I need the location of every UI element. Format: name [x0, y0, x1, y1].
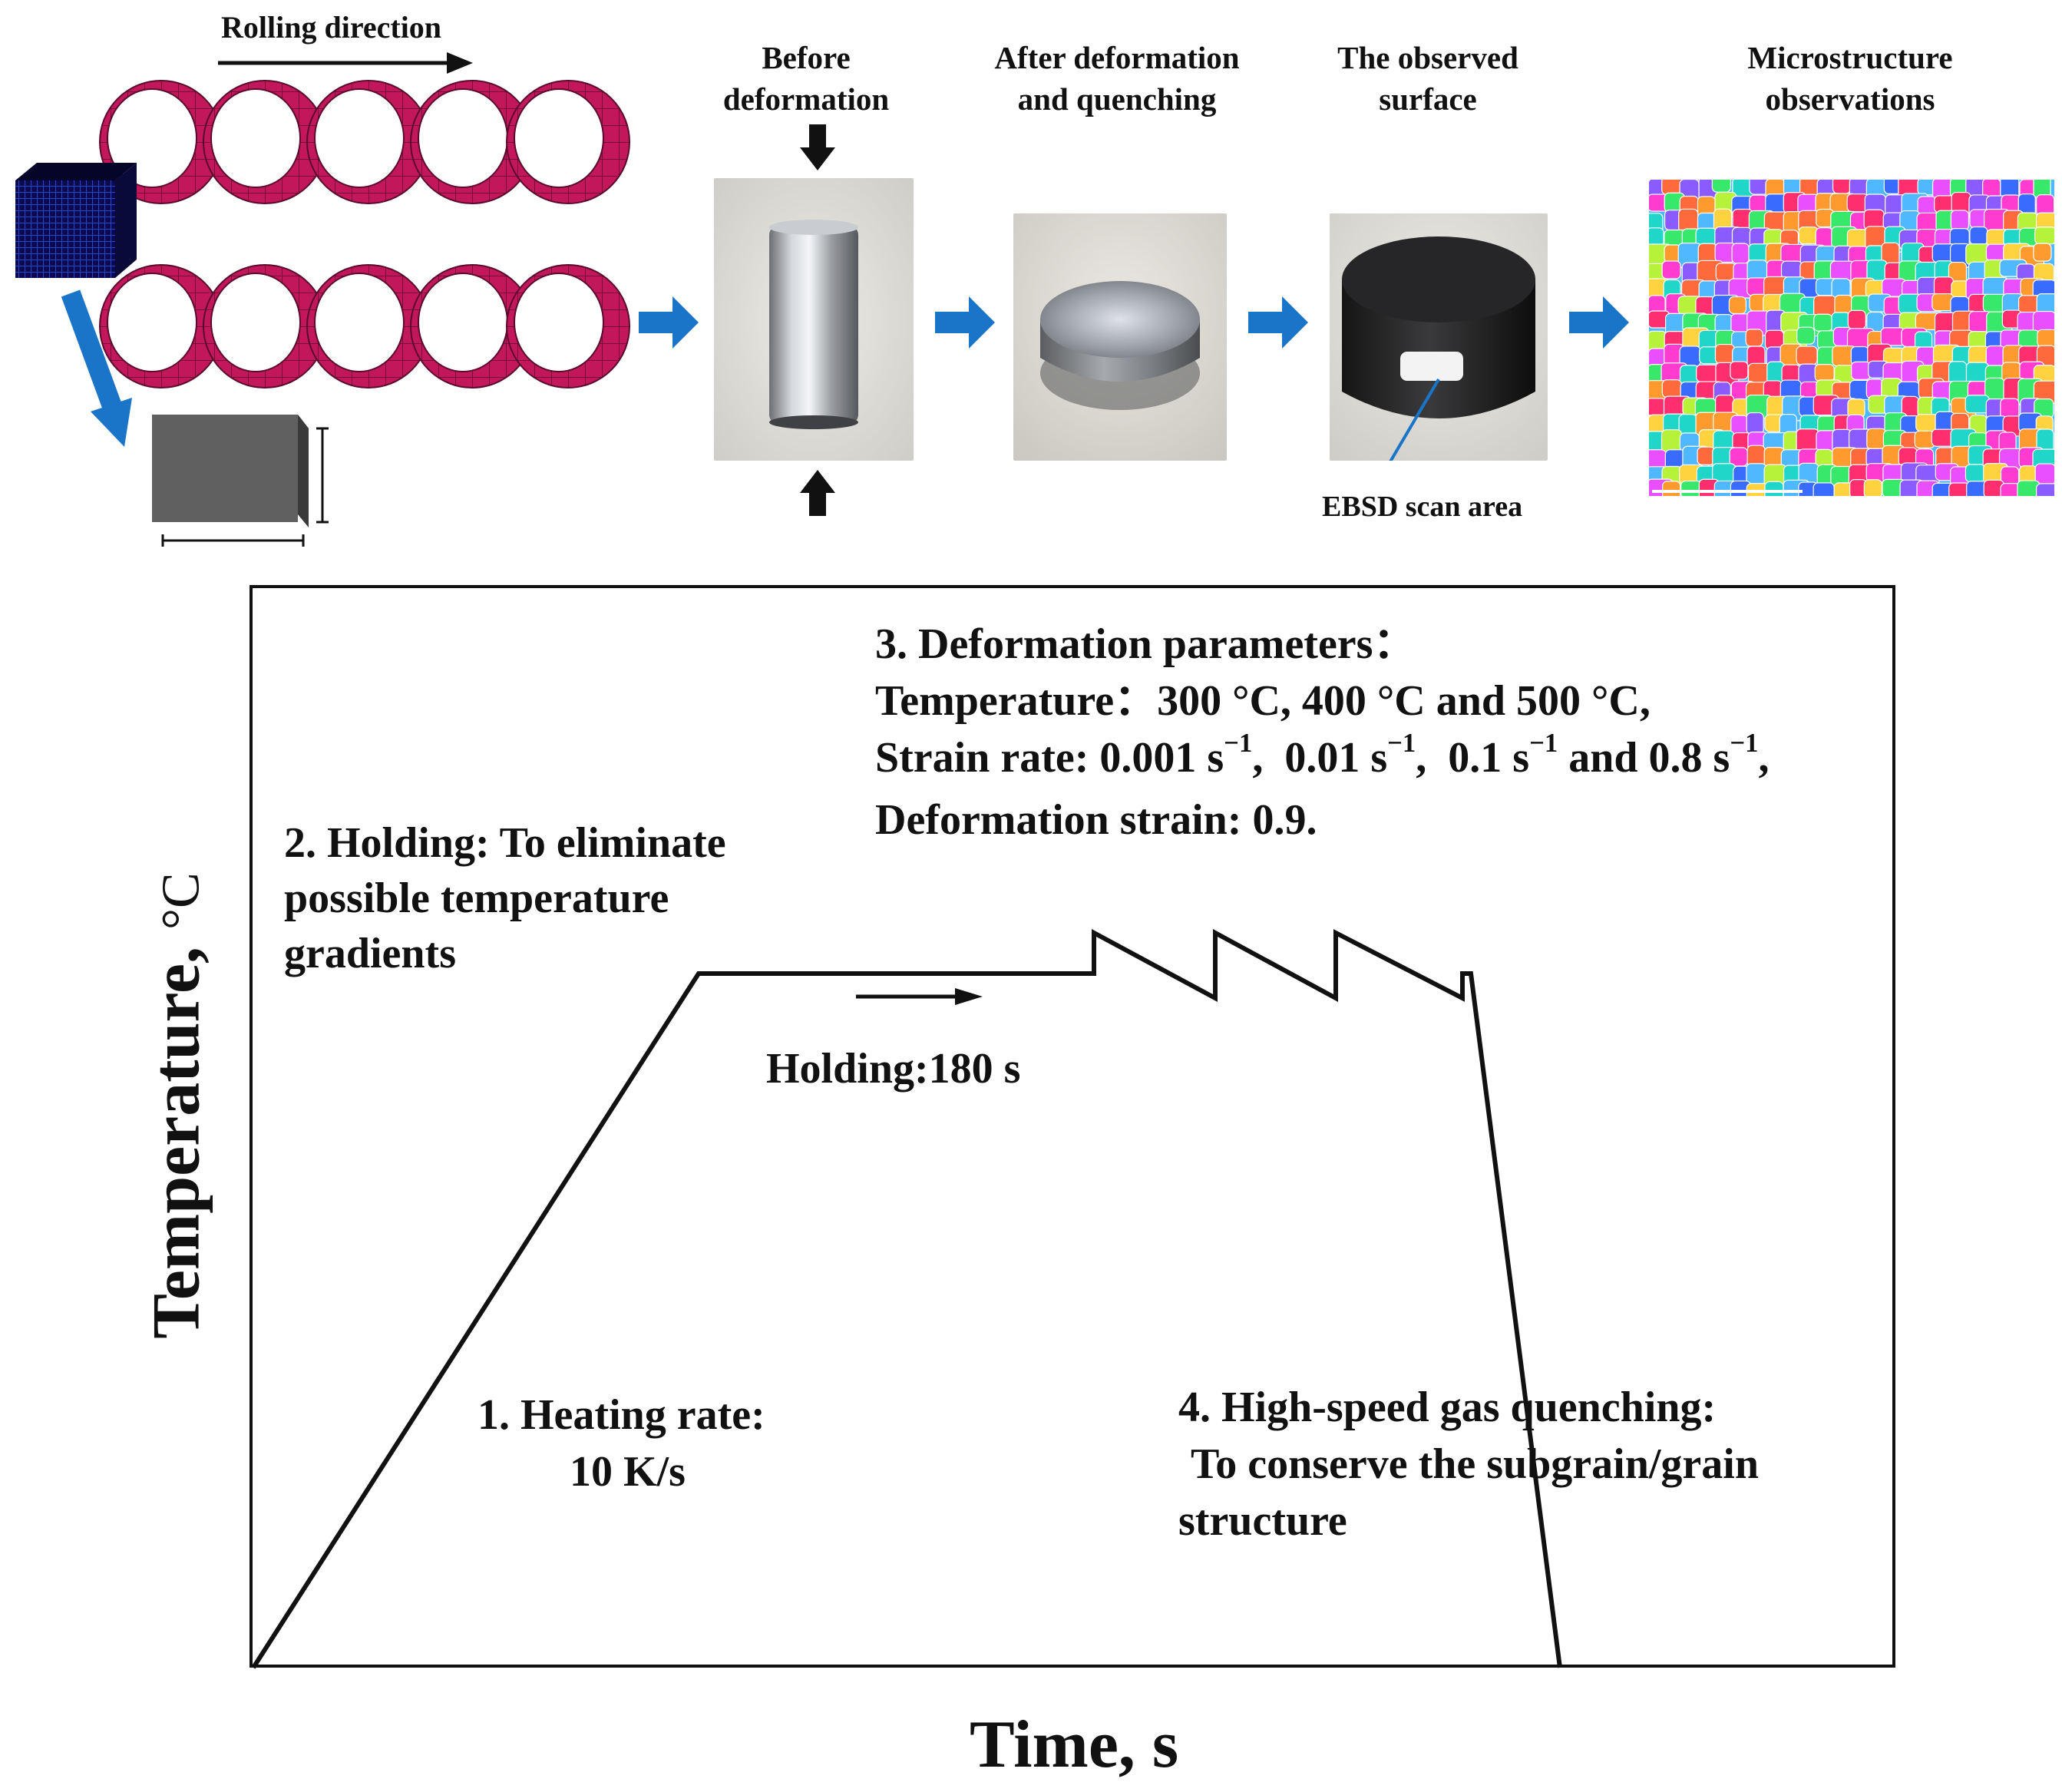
roll-row-top [99, 80, 630, 204]
ebsd-grain [1730, 361, 1749, 380]
ebsd-microstructure-map [1649, 180, 2054, 496]
ebsd-grain [1661, 260, 1681, 279]
billet-cube [15, 163, 137, 278]
ebsd-grain [1796, 326, 1816, 345]
schedule-plot-frame [249, 585, 1895, 1668]
heating-block: 1. Heating rate: 10 K/s [477, 1391, 765, 1496]
flow-arrow-icon [639, 296, 699, 349]
deformation-strain: Deformation strain: 0.9. [875, 796, 1317, 844]
holding-block: 2. Holding: To eliminate possible temper… [284, 819, 726, 977]
step-label-before-deformation: Before deformation [722, 40, 890, 117]
profile-line [251, 928, 1562, 1669]
compression-arrow-icon [800, 124, 835, 170]
rolled-plate [152, 415, 329, 547]
flow-arrow-icon [935, 296, 995, 349]
deformation-strain-rate: Strain rate: 0.001 s−1, 0.01 s−1, 0.1 s−… [875, 727, 1770, 782]
x-axis-title: Time, s [970, 1708, 1179, 1782]
sample-after-deformation-photo [1013, 213, 1227, 461]
ebsd-grain [2036, 483, 2054, 496]
quenching-block: 4. High-speed gas quenching: To conserve… [1178, 1384, 1759, 1545]
step-label-observed-surface: The observed surface [1337, 40, 1518, 117]
roll-row-bottom [99, 264, 630, 388]
flow-arrow-icon [1569, 296, 1629, 349]
deformation-parameters-block: 3. Deformation parameters： Temperature：3… [875, 616, 1769, 848]
rolling-direction-label: Rolling direction [221, 10, 442, 45]
ebsd-grain [1863, 479, 1882, 496]
compression-arrow-icon [800, 470, 835, 516]
ebsd-grains [1649, 180, 2054, 496]
rolling-arrow-icon [218, 52, 473, 74]
ebsd-grain [2033, 243, 2052, 262]
observed-surface-photo [1330, 213, 1548, 461]
holding-time-label: Holding:180 s [766, 1045, 1021, 1093]
y-axis-title: Temperature, °C [139, 872, 214, 1339]
extrusion-arrow-icon [61, 289, 132, 447]
deformation-temperature: Temperature：300 °C, 400 °C and 500 °C, [875, 677, 1651, 725]
holding-arrow-icon [856, 988, 983, 1005]
ebsd-scan-area-label: EBSD scan area [1322, 491, 1523, 523]
rolling-schematic [15, 80, 630, 547]
step-label-after-deformation: After deformation and quenching [994, 40, 1240, 117]
step-label-microstructure: Microstructure observations [1747, 40, 1953, 117]
deformation-title: 3. Deformation parameters： [875, 620, 1416, 668]
flow-arrow-icon [1248, 296, 1308, 349]
sample-before-deformation-photo [714, 178, 914, 461]
